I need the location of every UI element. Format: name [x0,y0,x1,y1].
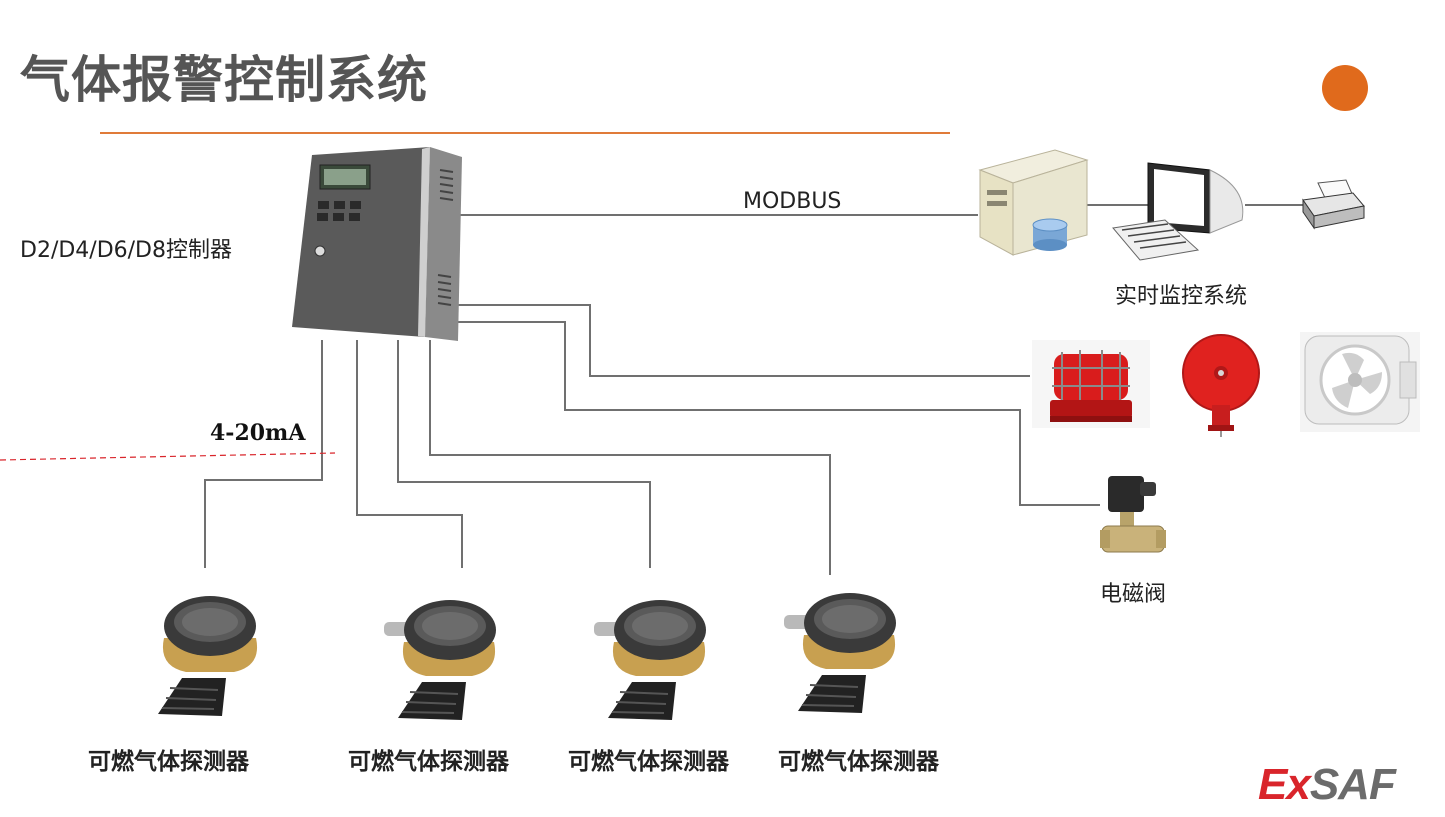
alarm-bell-icon [1182,334,1260,437]
accent-dot [1322,65,1368,111]
exhaust-fan-icon [1300,332,1420,432]
detector-wire-2 [356,340,463,568]
server-icon [978,149,1089,256]
gas-detector-icon [594,600,706,720]
alarm-light-icon [1032,340,1150,428]
monitor-system-label: 实时监控系统 [1115,284,1248,309]
title-underline [100,132,950,134]
detector-wire-4 [429,340,831,575]
modbus-label: MODBUS [743,189,842,214]
solenoid-valve-label: 电磁阀 [1100,582,1167,607]
gas-detector-icon [784,593,896,713]
controller-label: D2/D4/D6/D8控制器 [20,238,232,263]
detector-label-3: 可燃气体探测器 [568,749,729,775]
logo-saf: SAF [1309,760,1396,809]
gas-detector-icon [384,600,496,720]
monitor-icon [1112,162,1244,261]
logo-ex: Ex [1258,760,1311,809]
output-wire-1 [450,304,1030,377]
printer-icon [1302,179,1365,230]
controller-cabinet-icon [292,147,462,341]
signal-dashed-line [0,452,336,461]
detector-label-1: 可燃气体探测器 [88,749,249,775]
gas-detector-icon [158,596,258,716]
page-title: 气体报警控制系统 [20,51,428,109]
exsaf-logo: ExSAF [1258,760,1396,810]
detector-label-2: 可燃气体探测器 [348,749,509,775]
output-wire-2 [450,321,1100,506]
detector-label-4: 可燃气体探测器 [778,749,939,775]
solenoid-valve-icon [1100,476,1166,553]
signal-label: 4-20mA [210,420,306,446]
detector-wire-3 [397,340,651,568]
detector-wire-1 [204,340,323,568]
